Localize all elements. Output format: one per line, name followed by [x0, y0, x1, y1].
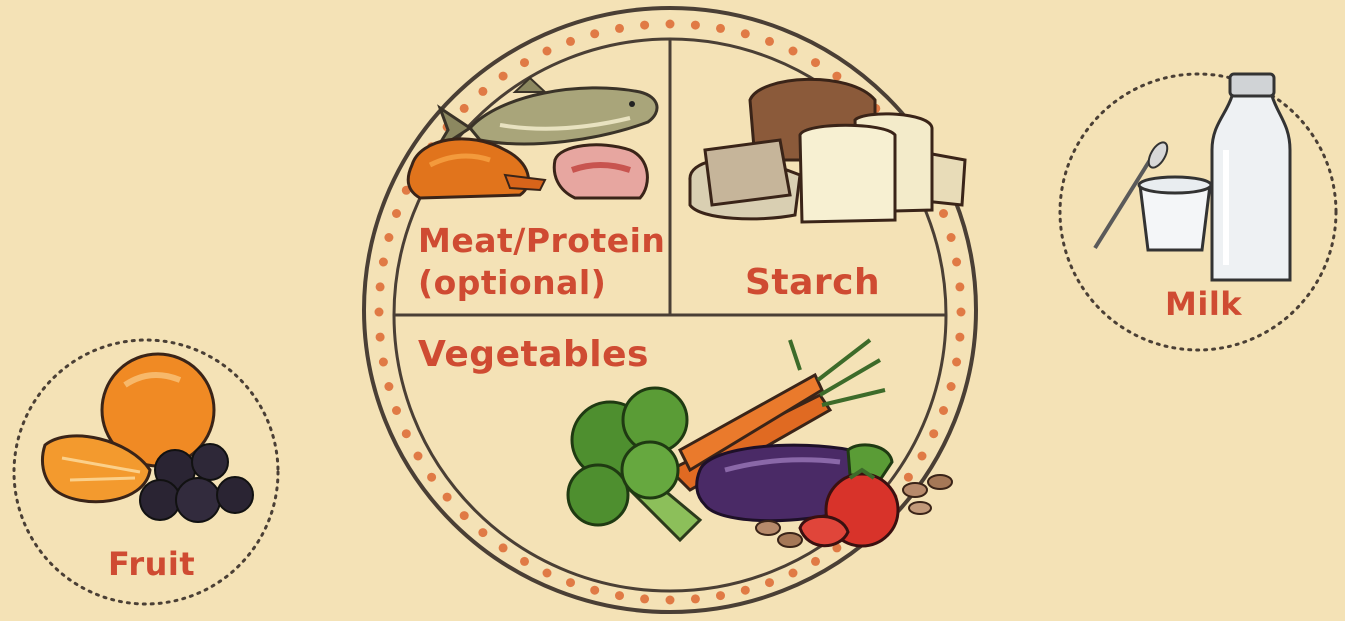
- meat-protein-label-line1: Meat/Protein: [418, 220, 665, 262]
- plate-rim-dot: [789, 47, 798, 56]
- plate-rim-dot: [379, 358, 388, 367]
- plate-rim-dot: [590, 586, 599, 595]
- plate-rim-dot: [952, 258, 961, 267]
- plate-rim-dot: [811, 58, 820, 67]
- plate-rim-dot: [566, 578, 575, 587]
- meat-protein-label: Meat/Protein (optional): [418, 220, 665, 304]
- steak-icon: [554, 145, 647, 198]
- plate-rim-dot: [520, 557, 529, 566]
- plate-rim-dot: [939, 209, 948, 218]
- plate-rim-dot: [520, 58, 529, 67]
- plate-rim-dot: [376, 333, 385, 342]
- plate-rim-dot: [543, 569, 552, 578]
- plate-rim-dot: [939, 406, 948, 415]
- plate-rim-dot: [929, 429, 938, 438]
- plate-rim-dot: [666, 20, 675, 29]
- bread-icon: [690, 79, 965, 222]
- plate-rim-dot: [499, 543, 508, 552]
- plate-rim-dot: [375, 308, 384, 317]
- plate-rim-dot: [460, 511, 469, 520]
- plate-rim-dot: [716, 591, 725, 600]
- plate-rim-dot: [414, 452, 423, 461]
- plate-rim-dot: [741, 586, 750, 595]
- plate-rim-dot: [443, 493, 452, 502]
- plate-rim-dot: [955, 282, 964, 291]
- fruit-label: Fruit: [108, 545, 195, 583]
- plate-rim-dot: [811, 557, 820, 566]
- plate-rim-dot: [765, 37, 774, 46]
- plate-rim-dot: [691, 21, 700, 30]
- plate-rim-dot: [384, 382, 393, 391]
- plate-rim-dot: [640, 594, 649, 603]
- plate-rim-dot: [379, 258, 388, 267]
- plate-rim-dot: [640, 21, 649, 30]
- plate-rim-dot: [566, 37, 575, 46]
- plate-rim-dot: [832, 72, 841, 81]
- milk-label: Milk: [1165, 285, 1242, 323]
- starch-label: Starch: [745, 262, 880, 303]
- plate-rim-dot: [716, 24, 725, 33]
- plate-rim-dot: [666, 596, 675, 605]
- plate-rim-dot: [402, 429, 411, 438]
- plate-rim-dot: [904, 473, 913, 482]
- meat-protein-label-line2: (optional): [418, 262, 665, 304]
- plate-rim-dot: [543, 47, 552, 56]
- plate-rim-dot: [765, 578, 774, 587]
- milk-bottle-icon: [1212, 74, 1290, 280]
- plate-rim-dot: [478, 87, 487, 96]
- plate-rim-dot: [478, 528, 487, 537]
- plate-rim-dot: [615, 591, 624, 600]
- plate-rim-dot: [384, 233, 393, 242]
- plate-rim-dot: [499, 72, 508, 81]
- plate-rim-dot: [955, 333, 964, 342]
- plate-rim-dot: [741, 29, 750, 38]
- plate-rim-dot: [460, 104, 469, 113]
- plate-rim-dot: [947, 382, 956, 391]
- plate-rim-dot: [427, 473, 436, 482]
- plate-rim-dot: [392, 209, 401, 218]
- plate-rim-dot: [615, 24, 624, 33]
- plate-rim-dot: [957, 308, 966, 317]
- plate-rim-dot: [376, 282, 385, 291]
- plate-rim-dot: [952, 358, 961, 367]
- plate-rim-dot: [947, 233, 956, 242]
- roast-chicken-icon: [408, 139, 545, 198]
- plate-rim-dot: [918, 452, 927, 461]
- plate-rim-dot: [590, 29, 599, 38]
- plate-rim-dot: [691, 594, 700, 603]
- plate-rim-dot: [789, 569, 798, 578]
- vegetables-label: Vegetables: [418, 334, 649, 375]
- yogurt-cup-icon: [1139, 177, 1211, 250]
- plate-rim-dot: [392, 406, 401, 415]
